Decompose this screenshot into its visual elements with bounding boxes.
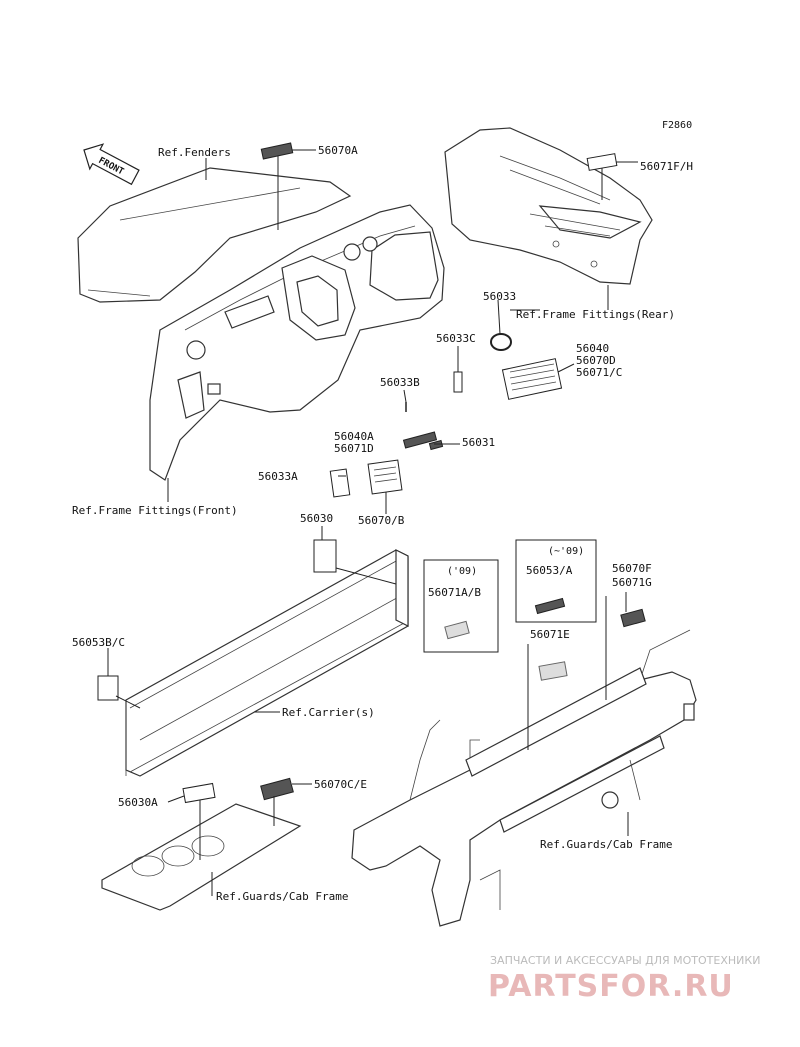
ref-guards-cab: Ref.Guards/Cab Frame (540, 838, 672, 851)
label-56071G: 56071G (612, 576, 652, 589)
decal-56031 (428, 439, 444, 451)
dashboard-assembly (77, 167, 445, 481)
decal-56033A (329, 468, 351, 498)
ref-fenders: Ref.Fenders (158, 146, 231, 159)
label-56053BC: 56053B/C (72, 636, 125, 649)
label-56033A: 56033A (258, 470, 298, 483)
label-56040: 56040 (576, 342, 609, 355)
label-56033B: 56033B (380, 376, 420, 389)
figure-code: F2860 (662, 120, 692, 131)
label-56033C: 56033C (436, 332, 476, 345)
year-note-box-2: (~'09) 56053/A (515, 539, 597, 623)
decal-56030A (182, 782, 216, 804)
label-56071AB: 56071A/B (428, 586, 481, 599)
decal-56070F (620, 608, 646, 628)
label-56040A: 56040A (334, 430, 374, 443)
label-56071D: 56071D (334, 442, 374, 455)
floor-plate (101, 803, 302, 911)
label-56030A: 56030A (118, 796, 158, 809)
rear-panel (444, 127, 653, 285)
decal-56070CE (260, 777, 294, 801)
decal-56071FH (586, 153, 618, 171)
decal-56030 (313, 539, 337, 573)
label-56053A: 56053/A (526, 564, 573, 577)
watermark: ЗАПЧАСТИ И АКСЕССУАРЫ ДЛЯ МОТОТЕХНИКИ PA… (488, 954, 760, 1004)
decal-56033 (490, 333, 512, 351)
watermark-tagline: ЗАПЧАСТИ И АКСЕССУАРЫ ДЛЯ МОТОТЕХНИКИ (490, 954, 760, 967)
label-56070B: 56070/B (358, 514, 405, 527)
carrier-bed (125, 549, 409, 777)
ref-guards-cab-2: Ref.Guards/Cab Frame (216, 890, 348, 903)
decal-56040 (501, 358, 563, 400)
decal-56070A (260, 142, 294, 160)
decal-56033C (453, 371, 463, 393)
label-56071FH: 56071F/H (640, 160, 693, 173)
watermark-logo: PARTSFOR.RU (488, 969, 734, 1004)
year-note-2: (~'09) (548, 546, 584, 557)
decal-56070B (367, 459, 403, 495)
label-56070F: 56070F (612, 562, 652, 575)
decal-56053BC (97, 675, 119, 701)
year-note-box-1: ('09) 56071A/B (423, 559, 499, 653)
decals (97, 142, 646, 804)
ref-carrier: Ref.Carrier(s) (282, 706, 375, 719)
labels: Ref.Fenders 56070A 56071F/H 56033 Ref.Fr… (72, 144, 693, 903)
label-56070CE: 56070C/E (314, 778, 367, 791)
front-arrow-icon: FRONT (83, 143, 140, 186)
decal-56040A (402, 431, 438, 449)
label-56071C: 56071/C (576, 366, 622, 379)
label-56071E: 56071E (530, 628, 570, 641)
leader-lines (107, 149, 638, 896)
label-56070D: 56070D (576, 354, 616, 367)
decal-56071E (538, 661, 568, 681)
ref-frame-rear: Ref.Frame Fittings(Rear) (516, 308, 675, 321)
label-56031: 56031 (462, 436, 495, 449)
guard-frame (351, 629, 697, 927)
ref-frame-front: Ref.Frame Fittings(Front) (72, 504, 238, 517)
label-56070A: 56070A (318, 144, 358, 157)
label-56033: 56033 (483, 290, 516, 303)
year-note-1: ('09) (447, 566, 477, 577)
label-56030: 56030 (300, 512, 333, 525)
